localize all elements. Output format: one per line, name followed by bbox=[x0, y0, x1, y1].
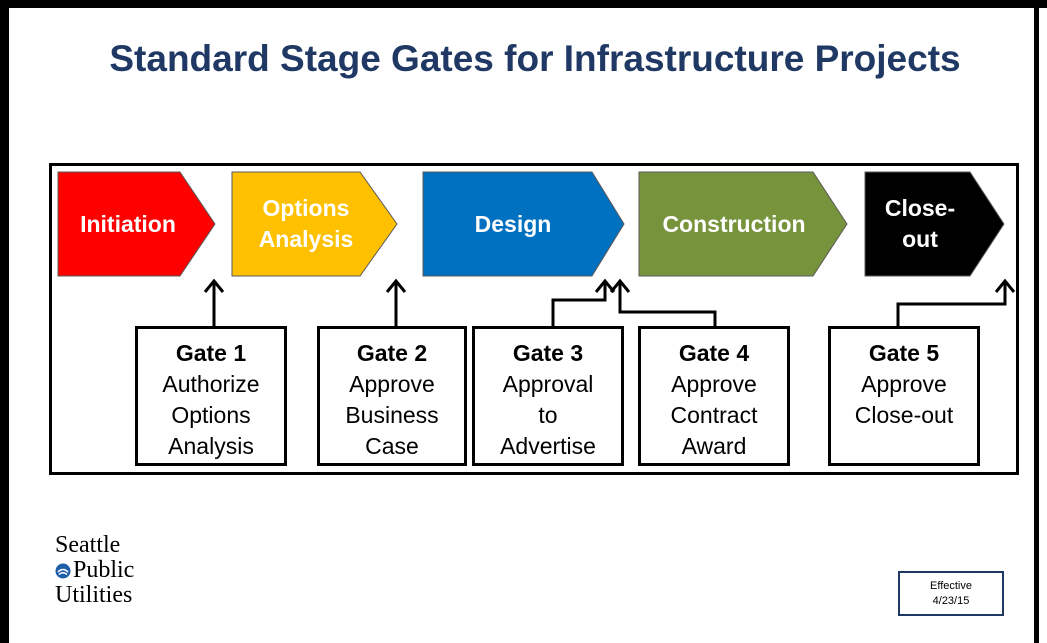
effective-date: 4/23/15 bbox=[932, 595, 970, 607]
gate-box-1: Gate 1 Authorize Options Analysis bbox=[135, 326, 287, 466]
gate-description: Approve Business Case bbox=[345, 371, 439, 459]
gate-name: Gate 3 bbox=[512, 340, 584, 366]
gate3-connector bbox=[551, 278, 616, 326]
gate-box-3: Gate 3 Approval to Advertise bbox=[472, 326, 624, 466]
stage-arrow-close-out bbox=[864, 171, 1005, 277]
logo-line-seattle: Seattle bbox=[55, 532, 121, 558]
logo-line-public: Public bbox=[73, 557, 135, 583]
effective-date-badge: Effective 4/23/15 bbox=[898, 571, 1004, 616]
gate-connectors bbox=[203, 278, 1016, 326]
stage-label-construction: Construction bbox=[662, 210, 806, 237]
stage-label-close-out: Close- out bbox=[884, 195, 956, 252]
stage-arrow-options-analysis bbox=[231, 171, 398, 277]
stage-arrow-initiation bbox=[57, 171, 216, 277]
page-title: Standard Stage Gates for Infrastructure … bbox=[109, 38, 961, 79]
frame-top-border bbox=[0, 0, 1047, 8]
stage-label-initiation: Initiation bbox=[80, 210, 176, 237]
gate-name: Gate 2 bbox=[356, 340, 428, 366]
gate2-connector bbox=[385, 278, 407, 326]
water-drop-icon bbox=[55, 563, 71, 578]
gate-name: Gate 1 bbox=[175, 340, 247, 366]
logo-line-utilities: Utilities bbox=[55, 582, 133, 608]
frame-right-border bbox=[1034, 0, 1039, 643]
gate-description: Approval to Advertise bbox=[500, 371, 596, 459]
gate1-connector bbox=[203, 278, 225, 326]
logo-line-public-row: Public bbox=[55, 558, 134, 583]
gate-description: Approve Contract Award bbox=[670, 371, 758, 459]
diagram-container bbox=[49, 163, 1019, 475]
seattle-public-utilities-logo: Seattle Public Utilities bbox=[55, 533, 134, 608]
gate5-connector bbox=[896, 278, 1016, 326]
stage-label-design: Design bbox=[474, 210, 552, 237]
gate-box-2: Gate 2 Approve Business Case bbox=[317, 326, 467, 466]
gate-box-4: Gate 4 Approve Contract Award bbox=[638, 326, 790, 466]
gate-description: Approve Close-out bbox=[854, 371, 954, 428]
stage-label-options-analysis: Options Analysis bbox=[258, 195, 354, 252]
gate-name: Gate 4 bbox=[678, 340, 750, 366]
gate-name: Gate 5 bbox=[868, 340, 940, 366]
stage-arrow-construction bbox=[638, 171, 848, 277]
gate-description: Authorize Options Analysis bbox=[162, 371, 260, 459]
gate-box-5: Gate 5 Approve Close-out bbox=[828, 326, 980, 466]
stage-arrow-design bbox=[422, 171, 625, 277]
frame-left-border bbox=[0, 0, 9, 643]
gate4-connector bbox=[609, 278, 717, 326]
effective-label: Effective bbox=[930, 580, 972, 592]
